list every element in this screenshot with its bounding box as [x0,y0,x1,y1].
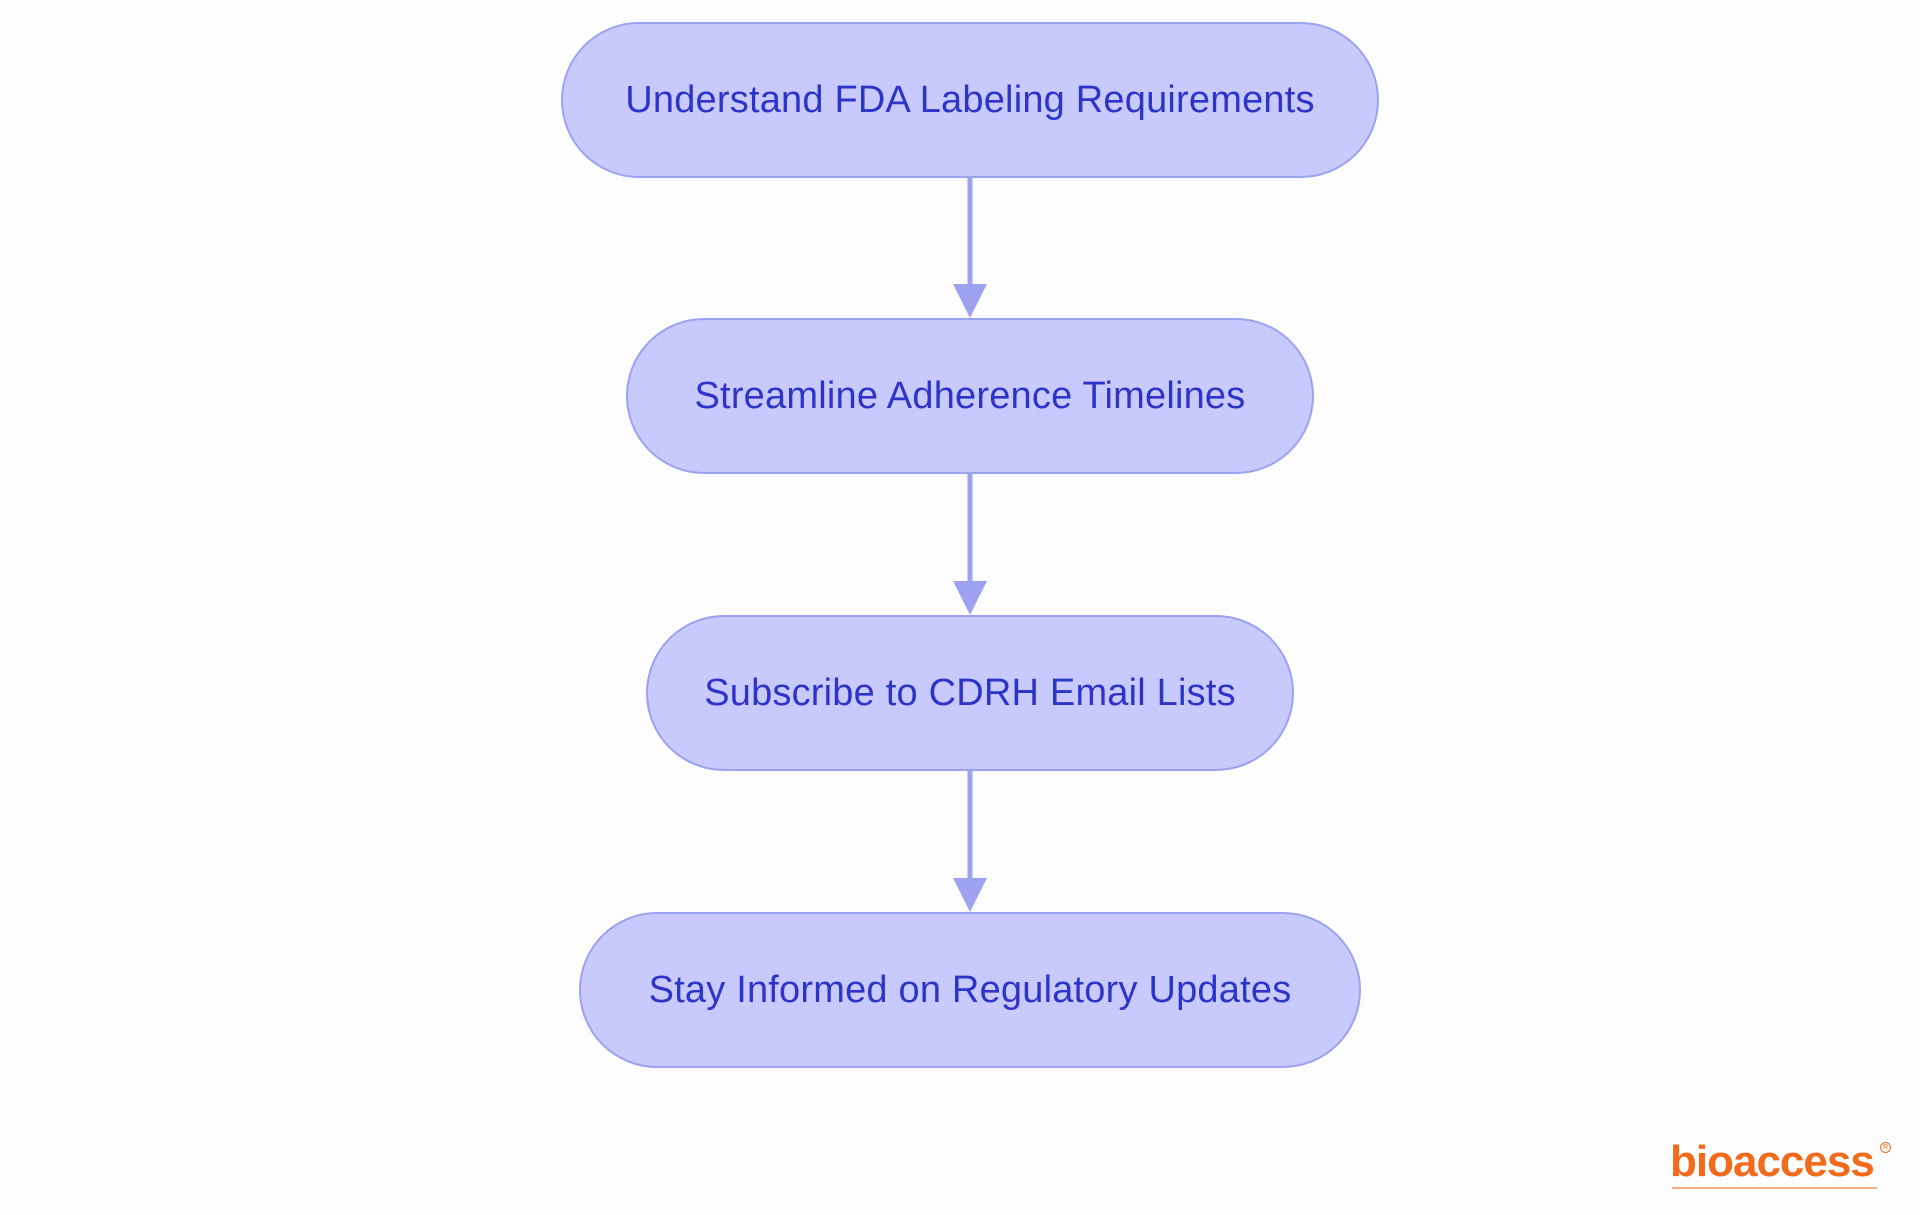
flow-node-fda-labeling: Understand FDA Labeling Requirements [561,22,1379,178]
registered-mark-icon: R [1880,1142,1891,1153]
arrow-1-to-2 [953,178,987,318]
flow-node-adherence-timelines: Streamline Adherence Timelines [626,318,1314,474]
logo-tagline-graphic [1672,1187,1877,1189]
logo-wordmark: bioaccess [1670,1137,1875,1186]
flow-node-regulatory-updates: Stay Informed on Regulatory Updates [579,912,1361,1068]
bioaccess-logo: bioaccess R [1670,1137,1891,1190]
flow-node-label: Streamline Adherence Timelines [694,374,1246,417]
flow-node-label: Understand FDA Labeling Requirements [625,78,1315,121]
arrow-2-to-3 [953,474,987,615]
flow-node-cdrh-email: Subscribe to CDRH Email Lists [646,615,1294,771]
arrow-3-to-4 [953,771,987,912]
flow-node-label: Subscribe to CDRH Email Lists [704,671,1236,714]
flow-node-label: Stay Informed on Regulatory Updates [648,968,1292,1011]
